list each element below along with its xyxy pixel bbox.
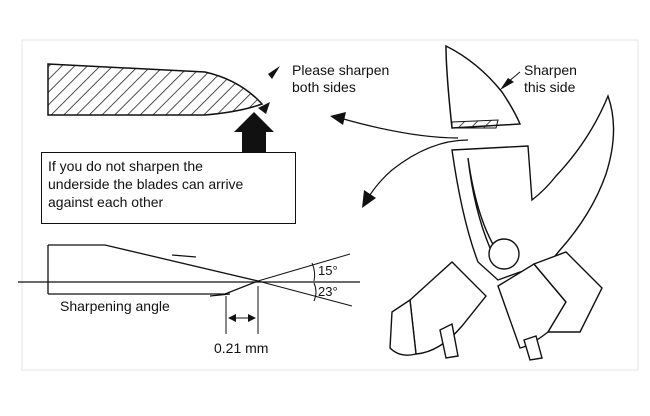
blade-cross-section [47,63,264,116]
up-arrow [234,112,274,153]
label-sharpening-angle: Sharpening angle [60,298,170,314]
label-angle-15: 15° [318,263,338,278]
label-gap-measure: 0.21 mm [214,340,269,356]
arrow-to-blade [500,78,514,90]
blade-detail-hatched-edge [451,119,499,129]
small-arrow-upper [268,66,280,79]
label-sharpen-this-side: Sharpen this side [524,62,577,95]
curved-arrow-upper [339,117,459,139]
blade-detail [445,44,522,129]
label-angle-23: 23° [318,284,338,299]
sharpening-angle-diagram [18,244,360,334]
underside-note-box: If you do not sharpen the underside the … [41,152,296,224]
pruning-shears-illustration [389,94,615,361]
small-arrow-lower [258,102,270,114]
curved-arrow-upper-head [330,112,346,125]
diagram-frame [21,39,639,371]
curved-arrow-lower-head [362,190,376,208]
curved-arrow-lower [367,139,469,199]
label-please-sharpen: Please sharpen both sides [292,62,390,95]
